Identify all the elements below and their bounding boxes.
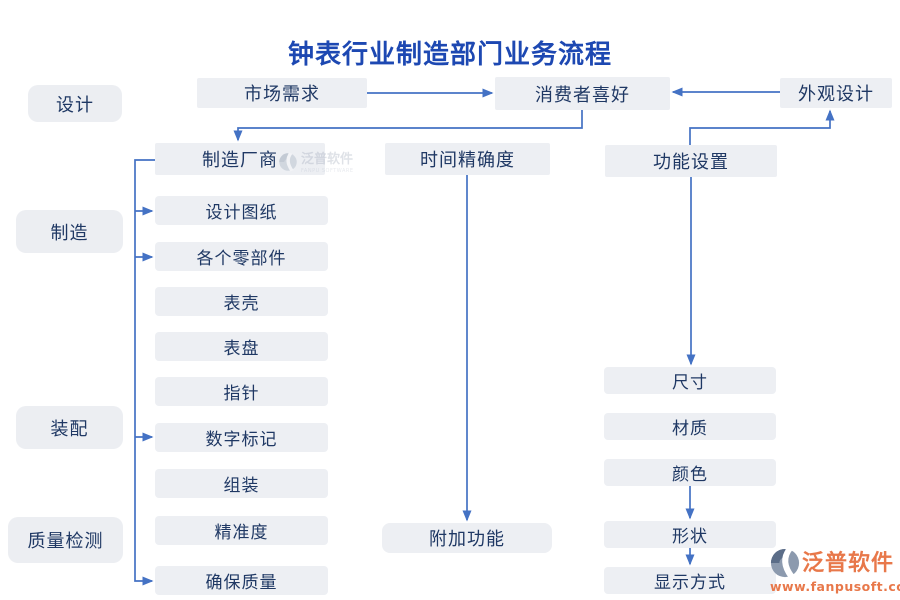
- brand-website-link[interactable]: www.fanpusoft.com: [770, 579, 900, 594]
- node-watch-hands: 指针: [155, 377, 328, 406]
- node-consumer-preference: 消费者喜好: [495, 77, 670, 110]
- fanpu-logo-icon: [770, 548, 800, 578]
- node-design-drawings: 设计图纸: [155, 196, 328, 225]
- phase-label-design: 设计: [28, 85, 122, 122]
- node-watch-case: 表壳: [155, 287, 328, 316]
- connector-consumer-to-manufacturer: [233, 110, 583, 142]
- node-color: 颜色: [604, 459, 776, 486]
- node-shape: 形状: [604, 521, 776, 548]
- node-watch-dial: 表盘: [155, 332, 328, 361]
- connector-spine-to-quality-assurance: [134, 159, 155, 586]
- watermark-text: 泛普软件: [301, 152, 354, 167]
- fanpu-logo-icon: [279, 152, 297, 172]
- node-assembly: 组装: [155, 469, 328, 498]
- node-components: 各个零部件: [155, 242, 328, 271]
- node-quality-assurance: 确保质量: [155, 566, 328, 595]
- watermark-logo: 泛普软件 FANPU SOFTWARE: [278, 152, 378, 188]
- node-additional-function: 附加功能: [382, 523, 552, 553]
- brand-name: 泛普软件: [802, 550, 895, 576]
- watermark-caption: FANPU SOFTWARE: [301, 167, 354, 174]
- phase-label-manufacturing: 制造: [16, 210, 123, 253]
- node-function-setting: 功能设置: [605, 145, 777, 177]
- node-numeric-markers: 数字标记: [155, 423, 328, 452]
- fanpu-brand: 泛普软件 www.fanpusoft.com: [770, 548, 900, 594]
- node-market-demand: 市场需求: [197, 78, 367, 108]
- phase-label-assembly: 装配: [16, 406, 123, 449]
- node-size: 尺寸: [604, 367, 776, 394]
- phase-label-quality-inspection: 质量检测: [8, 517, 123, 563]
- node-appearance-design: 外观设计: [780, 78, 892, 108]
- node-display-mode: 显示方式: [604, 567, 776, 594]
- node-manufacturer: 制造厂商: [155, 143, 325, 175]
- node-material: 材质: [604, 413, 776, 440]
- node-time-accuracy: 时间精确度: [385, 143, 550, 175]
- node-precision: 精准度: [155, 516, 328, 545]
- connector-function-to-appearance: [689, 109, 835, 145]
- page-title: 钟表行业制造部门业务流程: [287, 40, 612, 70]
